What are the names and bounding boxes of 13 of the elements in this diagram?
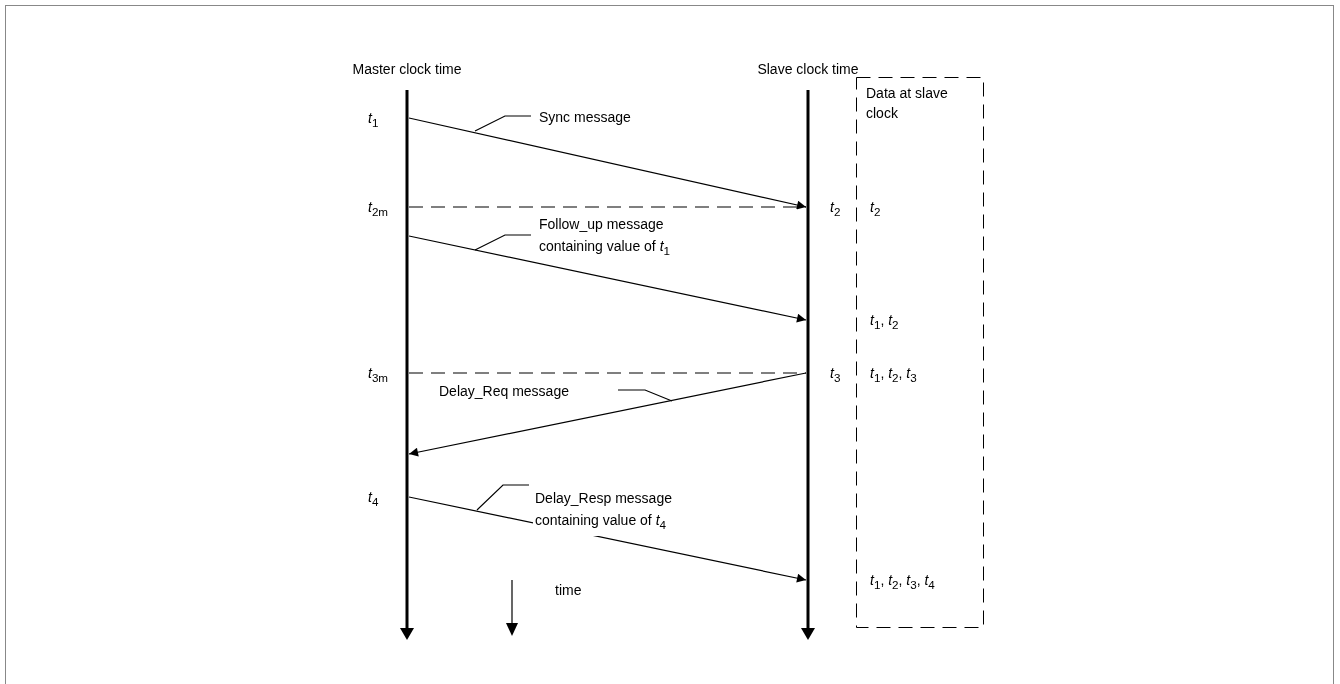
timeline-heading: Master clock time: [351, 60, 463, 78]
message-arrow: [408, 235, 807, 323]
timestamp-label: t$_{2}$: [830, 198, 841, 220]
timestamp-label: t$_{4}$: [368, 488, 379, 510]
timestamp-label: t$_{3m}$: [368, 364, 389, 386]
dashed-line: [408, 206, 807, 208]
timestamp-label: t$_{1}$: [368, 109, 379, 131]
message-arrow: [408, 117, 807, 210]
timestamp-label: t$_{2m}$: [368, 198, 389, 220]
message-arrow: [408, 372, 807, 457]
timestamp-label: t$_{3}$: [830, 364, 841, 386]
axis-label: time: [555, 581, 582, 599]
timeline-heading: Slave clock time: [756, 60, 860, 78]
